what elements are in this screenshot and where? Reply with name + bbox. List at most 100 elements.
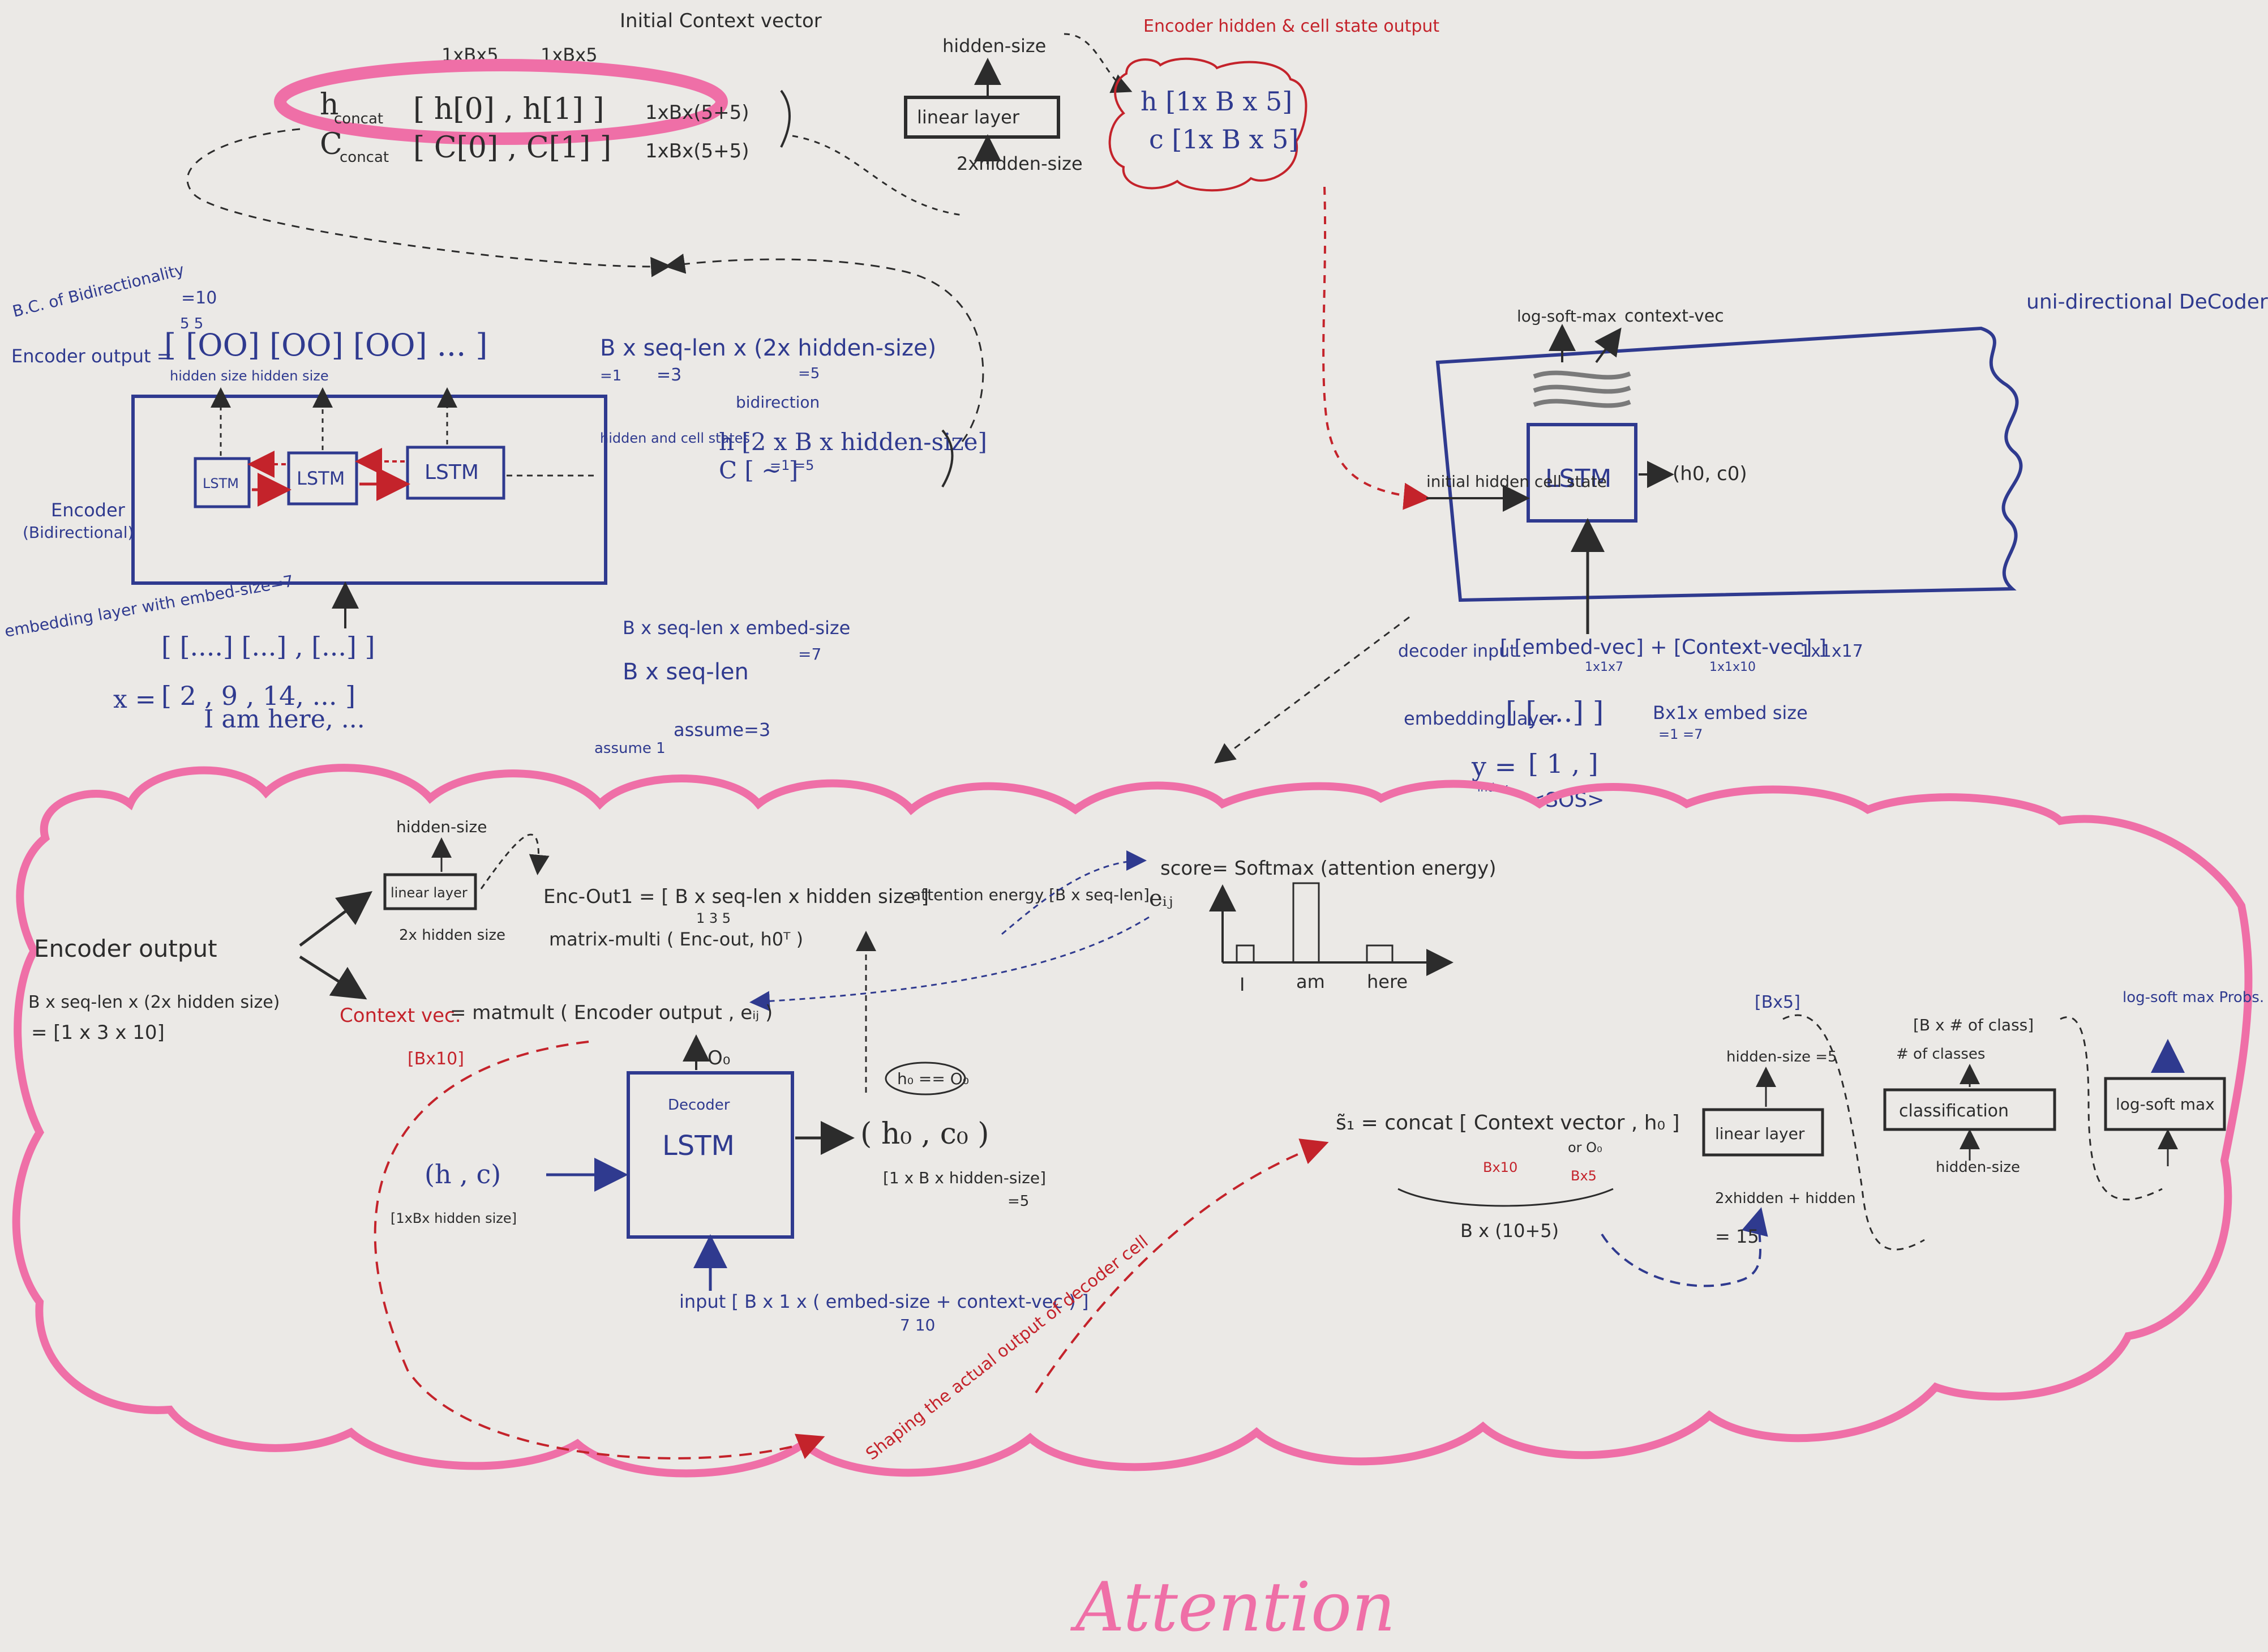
att-eq15: = 15 <box>1715 1226 1759 1247</box>
att-h0eqo0: h₀ == O₀ <box>897 1069 969 1088</box>
bar-here <box>1366 944 1394 964</box>
att-decoder-small: Decoder <box>668 1097 730 1114</box>
x-values: [ 2 , 9 , 14, ... ] <box>161 681 355 711</box>
att-bx5: [Bx5] <box>1755 992 1800 1012</box>
bar-I <box>1236 944 1255 964</box>
concat-brace <box>780 89 791 148</box>
c-concat-expr: [ C[0] , C[1] ] <box>413 131 611 165</box>
att-s1-dims: B x (10+5) <box>1460 1220 1559 1242</box>
att-two-x-hidden: 2x hidden size <box>399 927 505 944</box>
bar-label-am: am <box>1296 971 1325 992</box>
att-log-soft-max-label: log-soft max <box>2116 1095 2215 1114</box>
y-label: y = <box>1471 751 1516 782</box>
y-expr: [ 1 , ] <box>1528 748 1598 779</box>
att-lstm-label: LSTM <box>662 1130 735 1162</box>
att-enc-out1: Enc-Out1 = [ B x seq-len x hidden size ] <box>543 885 929 908</box>
att-enc-out-dims: B x seq-len x (2x hidden size) <box>28 992 280 1012</box>
decoder-input-expr: [ [embed-vec] + [Context-vec] ] <box>1500 636 1827 659</box>
attention-title: Attention <box>1070 1568 1395 1647</box>
decoder-embed-label: embedding layer <box>1404 708 1558 729</box>
att-num-classes: # of classes <box>1896 1046 1985 1063</box>
h-concat-sub: concat <box>334 110 383 127</box>
c-out: c [1x B x 5] <box>1149 124 1298 155</box>
att-matmul: matrix-multi ( Enc-out, h0ᵀ ) <box>549 928 803 950</box>
att-hidden-size: hidden-size <box>396 818 487 836</box>
shaping-loop-arrow <box>374 1041 825 1460</box>
encoder-output-brackets: [ [OO] [OO] [OO] ... ] <box>164 327 487 363</box>
att-linear2-label: linear layer <box>1715 1124 1805 1143</box>
att-input-eq: 7 10 <box>900 1316 935 1334</box>
eq1: =1 <box>600 367 621 384</box>
h-concat-dims: 1xBx(5+5) <box>645 101 749 124</box>
att-enc-out-label: Encoder output <box>34 935 217 962</box>
encoder-hc-cloud <box>1108 57 1307 192</box>
att-linear-to-encout1 <box>480 833 550 889</box>
x-dims: B x seq-len <box>623 659 749 685</box>
decoder-output-squiggle <box>1533 370 1631 408</box>
h-concat-symbol: h <box>320 88 339 122</box>
hidden-size-labels: hidden size hidden size <box>170 368 329 384</box>
h-concat-expr: [ h[0] , h[1] ] <box>413 92 604 126</box>
eq3: =3 <box>657 365 681 385</box>
att-score: score= Softmax (attention energy) <box>1160 857 1497 880</box>
eq5: =5 <box>798 365 820 382</box>
bidir-brace <box>941 429 954 488</box>
bidirection-label: bidirection <box>736 393 820 412</box>
embedding-brackets: [ [....] [...] , [...] ] <box>161 631 375 662</box>
att-o0: O₀ <box>708 1047 730 1069</box>
initial-state-label: initial hidden cell state <box>1426 472 1607 491</box>
two-x-hidden: 2xhidden-size <box>957 153 1083 174</box>
att-h0c0: ( h₀ , c₀ ) <box>860 1117 989 1151</box>
assume-1: assume 1 <box>594 740 666 757</box>
decoder-embed-expr: [ [....] ] <box>1506 696 1604 729</box>
initial-context-label: Initial Context vector <box>620 10 822 32</box>
x-words: I am here, ... <box>204 705 365 734</box>
att-s1-sub-a: Bx10 <box>1483 1159 1517 1175</box>
att-classes: [B x # of class] <box>1913 1016 2034 1034</box>
decoder-input-dims-total: 1x1x17 <box>1800 641 1863 661</box>
encoder-to-decoder-arrow <box>1322 186 1431 510</box>
concat-to-linear-arrow <box>792 135 963 216</box>
c-concat-sub: concat <box>340 149 389 166</box>
att-context-dims: [Bx10] <box>408 1049 464 1069</box>
decoder-input-dims-a: 1x1x7 <box>1585 660 1623 674</box>
embedding-eq7: =7 <box>798 645 821 664</box>
eq10: =10 <box>181 288 217 308</box>
att-linear2-box <box>1702 1108 1824 1157</box>
att-hc-in: (h , c) <box>425 1159 501 1189</box>
decoder-input-dims-b: 1x1x10 <box>1709 660 1756 674</box>
fives: 5 5 <box>180 315 203 332</box>
att-context-eq: = matmult ( Encoder output , eᵢⱼ ) <box>450 1002 773 1024</box>
att-log-soft-max-probs: log-soft max Probs. <box>2123 989 2264 1006</box>
x-label: x = <box>113 685 156 714</box>
att-input: input [ B x 1 x ( embed-size + context-v… <box>679 1291 1088 1312</box>
h-out: h [1x B x 5] <box>1141 86 1292 117</box>
lstm3-label: LSTM <box>425 461 479 484</box>
bar-label-I: I <box>1240 974 1245 995</box>
embedding-dims: B x seq-len x embed-size <box>623 617 850 639</box>
context-vec-arrow <box>1594 327 1622 363</box>
att-energy-label: attention energy [B x seq-len] <box>911 885 1150 904</box>
h0-cloud <box>885 1062 966 1095</box>
encoder-block-label: Encoder <box>51 499 126 521</box>
att-hc-in-dims: [1xBx hidden size] <box>391 1210 517 1226</box>
eij-to-context-arrow <box>749 916 1150 1012</box>
linear2-to-class <box>1782 1014 1925 1251</box>
encout-to-context-arrow <box>299 955 367 1000</box>
bar-am <box>1292 882 1320 964</box>
att-hidden-size-c: hidden-size <box>1936 1159 2020 1176</box>
decoder-lstm-label: LSTM <box>1545 464 1611 493</box>
s1-underbrace <box>1397 1188 1614 1207</box>
att-context-vec: Context vec. <box>340 1004 461 1027</box>
decoder-log-softmax: log-soft-max <box>1517 307 1617 326</box>
encoder-block <box>131 395 607 585</box>
decoder-block <box>1435 326 2023 602</box>
attention-cloud <box>12 764 2253 1478</box>
att-s1-sub-b: or O₀ <box>1568 1140 1602 1155</box>
s1-to-linear-arrow <box>1601 1207 1768 1287</box>
att-s1-sub-c: Bx5 <box>1571 1168 1597 1184</box>
att-hidden-size5: hidden-size =5 <box>1726 1048 1837 1065</box>
att-eij: eᵢⱼ <box>1149 885 1173 911</box>
